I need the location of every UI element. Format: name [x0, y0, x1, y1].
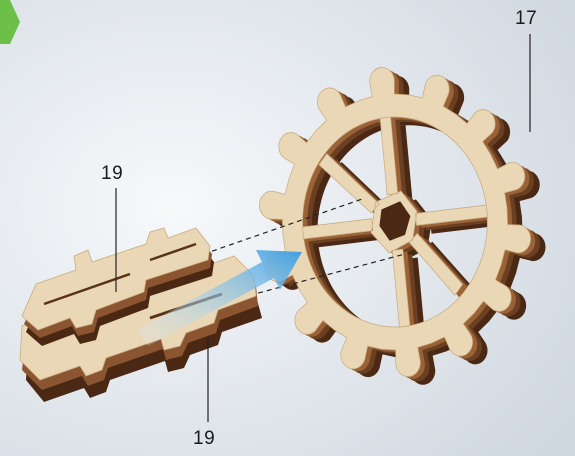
callout-label-gear: 17 [515, 8, 537, 30]
callout-label-top-piece: 19 [101, 163, 123, 185]
callout-label-bottom-piece: 19 [193, 428, 215, 450]
